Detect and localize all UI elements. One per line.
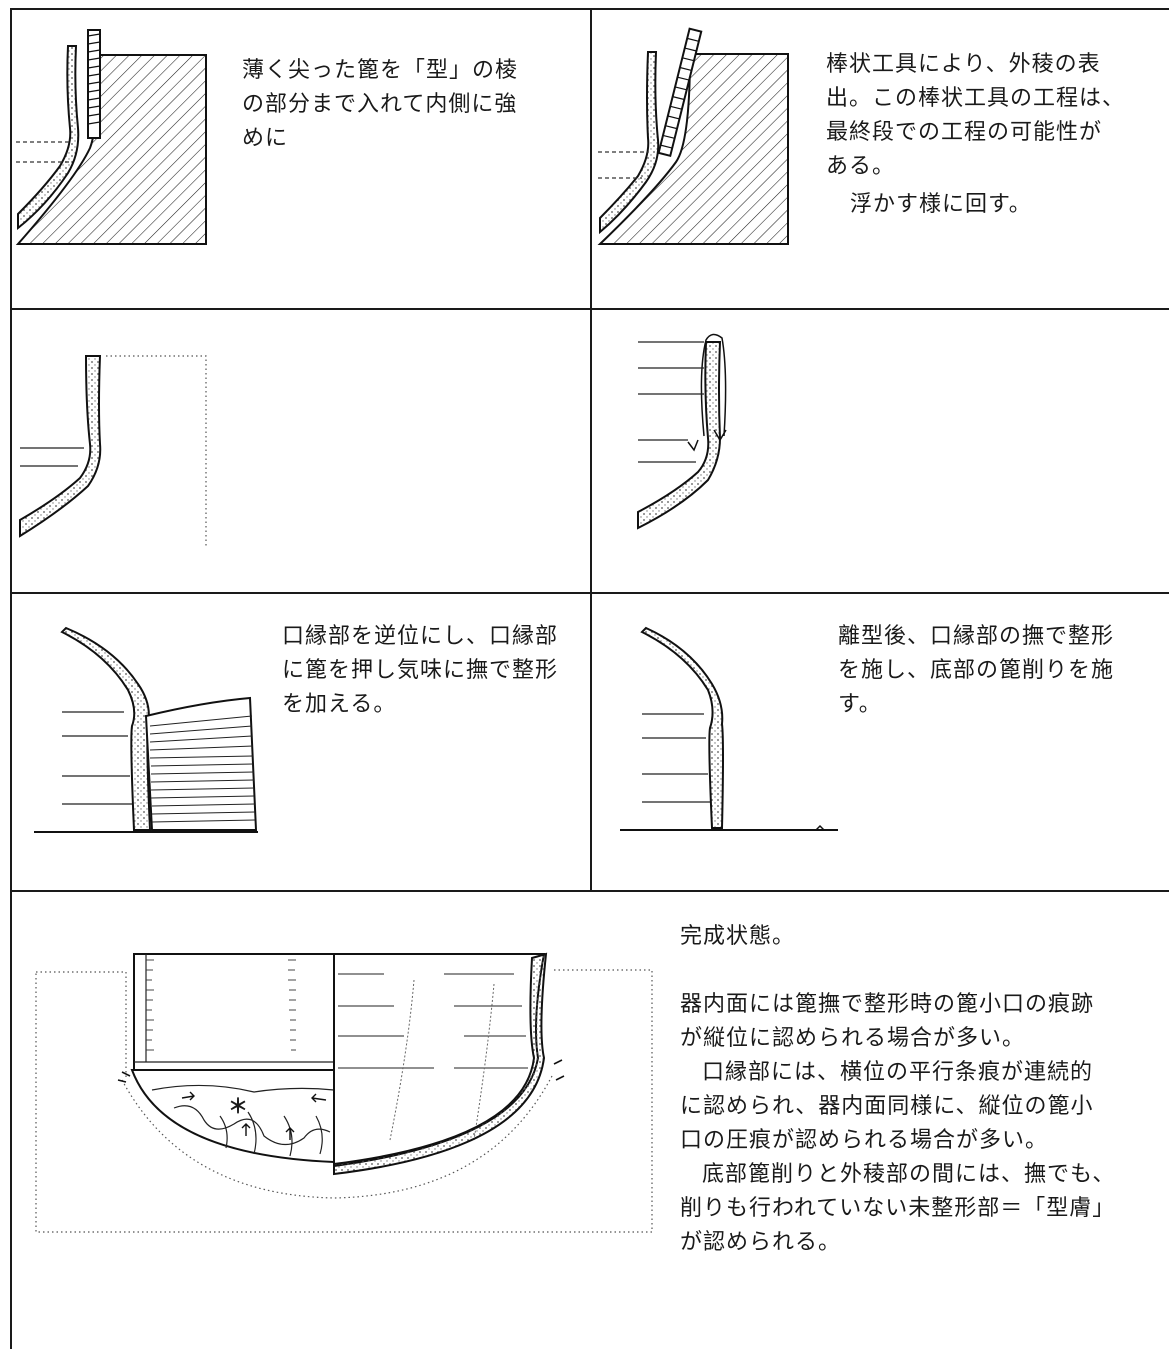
panel-2-line: ある。 (826, 154, 896, 179)
panel-7-title: 完成状態。 (680, 924, 796, 949)
divider-vertical (590, 8, 592, 892)
divider-row1 (10, 308, 1169, 310)
panel-2-text: 棒状工具により、外稜の表 出。この棒状工具の工程は、 最終段での工程の可能性が … (826, 48, 1146, 222)
panel-2-subline: 浮かす様に回す。 (850, 192, 1032, 217)
panel-5-text: 口縁部を逆位にし、口縁部 に篦を押し気味に撫で整形 を加える。 (282, 620, 582, 722)
panel-5-line: 口縁部を逆位にし、口縁部 (282, 624, 559, 649)
panel-7-line: に認められ、器内面同様に、縦位の篦小 (680, 1094, 1094, 1119)
panel-7-line: 器内面には篦撫で整形時の篦小口の痕跡 (680, 992, 1095, 1017)
spacer (680, 954, 1140, 988)
panel-7-drawing (35, 952, 653, 1233)
panel-1-line: の部分まで入れて内側に強 (242, 92, 518, 117)
panel-3-drawing (19, 355, 207, 546)
panel-2-line: 棒状工具により、外稜の表 (826, 52, 1101, 77)
frame-left (10, 8, 12, 1349)
panel-6-line: を施し、底部の篦削りを施 (838, 658, 1115, 683)
panel-2-line: 最終段での工程の可能性が (826, 120, 1103, 145)
panel-1-line: 薄く尖った篦を「型」の棱 (242, 58, 519, 83)
panel-7-line: が認められる。 (680, 1230, 842, 1255)
panel-5-line: を加える。 (282, 692, 397, 717)
panel-7-text: 完成状態。 器内面には篦撫で整形時の篦小口の痕跡 が縦位に認められる場合が多い。… (680, 920, 1140, 1260)
panel-7-line: 底部篦削りと外稜部の間には、撫でも、 (702, 1162, 1116, 1187)
panel-1-line: めに (242, 126, 289, 151)
panel-6-text: 離型後、口縁部の撫で整形 を施し、底部の篦削りを施 す。 (838, 620, 1148, 722)
panel-7-line: 口の圧痕が認められる場合が多い。 (680, 1128, 1049, 1153)
panel-2-drawing (597, 27, 789, 245)
panel-6-drawing (620, 626, 838, 831)
panel-5-drawing (34, 626, 258, 833)
panel-5-line: に篦を押し気味に撫で整形 (282, 658, 559, 683)
panel-7-line: が縦位に認められる場合が多い。 (680, 1026, 1026, 1051)
panel-7-line: 削りも行われていない未整形部＝「型膚」 (680, 1196, 1116, 1221)
frame-top (10, 8, 1169, 10)
panel-1-text: 薄く尖った篦を「型」の棱 の部分まで入れて内側に強 めに (242, 54, 562, 156)
panel-6-line: 離型後、口縁部の撫で整形 (838, 624, 1115, 649)
divider-row2 (10, 592, 1169, 594)
panel-1-drawing (15, 29, 207, 245)
panel-6-line: す。 (838, 692, 882, 717)
panel-4-drawing (637, 333, 727, 530)
panel-2-line: 出。この棒状工具の工程は、 (826, 86, 1126, 111)
asterisk-marker: ＊ (228, 1094, 248, 1118)
panel-7-line: 口縁部には、横位の平行条痕が連続的 (702, 1060, 1094, 1085)
divider-row3 (10, 890, 1169, 892)
